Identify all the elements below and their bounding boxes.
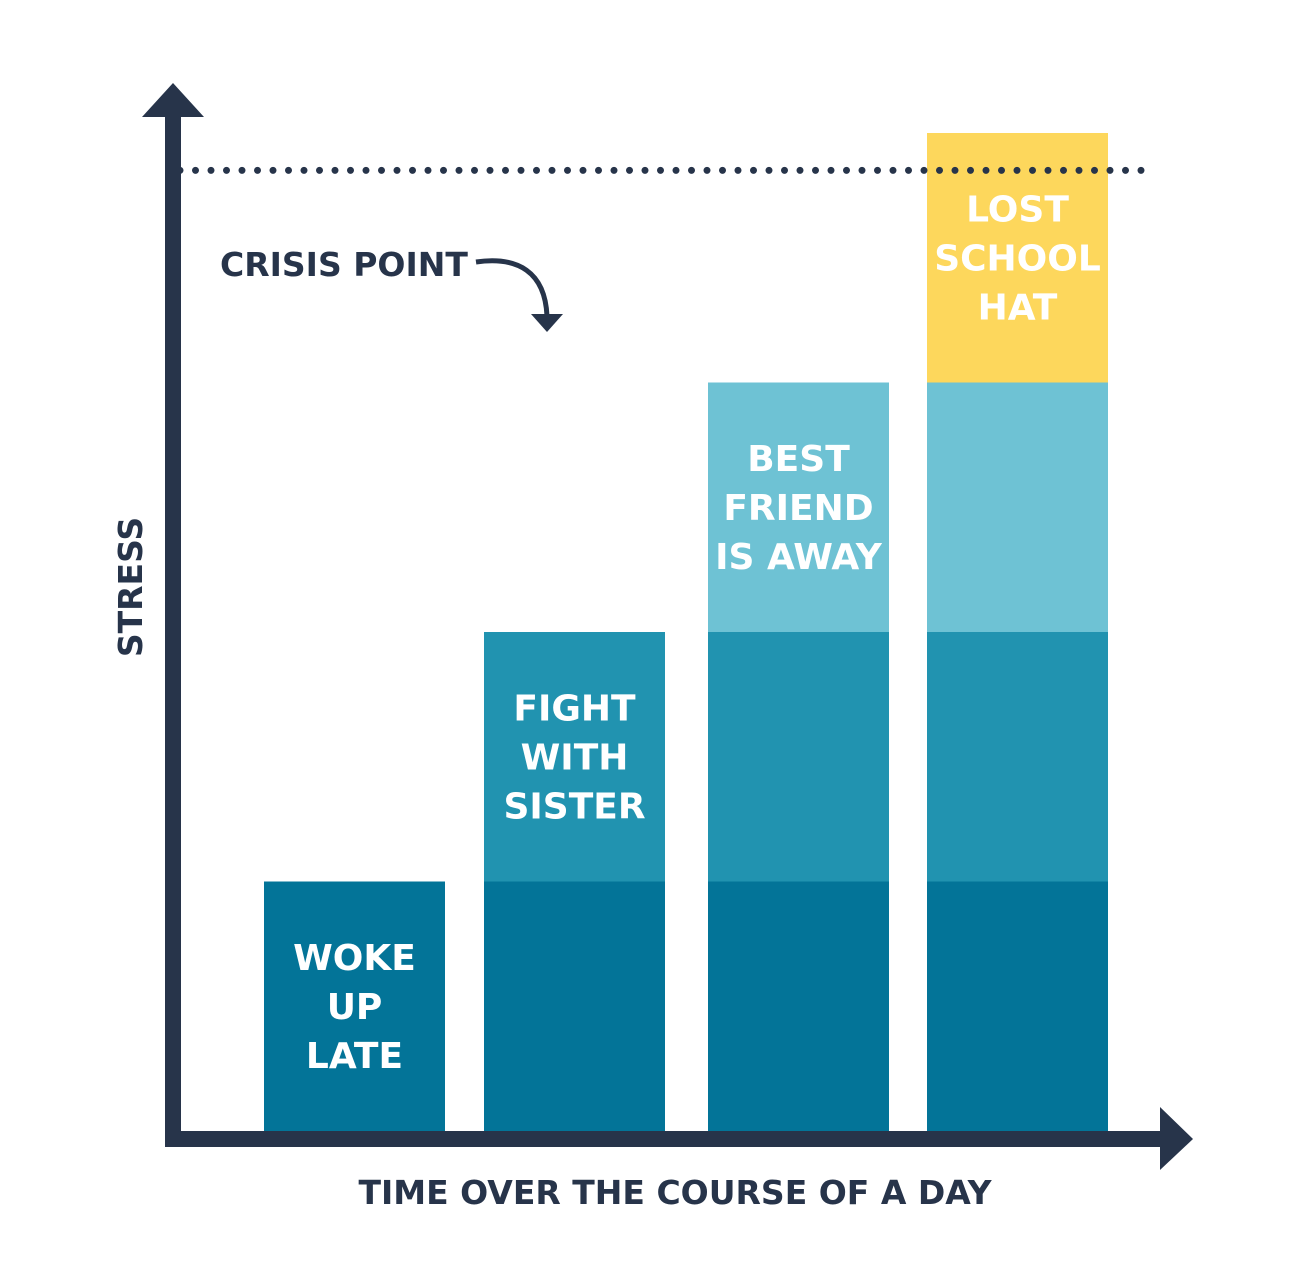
bar-2-label-line-2: WITH bbox=[521, 738, 629, 779]
bar-4-segment-2 bbox=[927, 632, 1108, 882]
bar-3-segment-2 bbox=[708, 632, 889, 882]
crisis-point-label: CRISIS POINT bbox=[220, 245, 468, 284]
y-axis-label: STRESS bbox=[111, 517, 150, 657]
bar-4-label-line-2: SCHOOL bbox=[934, 239, 1101, 280]
bar-3-label-line-1: BEST bbox=[747, 439, 850, 480]
bar-4-label-line-3: HAT bbox=[978, 288, 1058, 329]
bar-1-label-line-3: LATE bbox=[306, 1036, 403, 1077]
bar-1-segment-1 bbox=[264, 881, 445, 1131]
bar-4-segment-4 bbox=[927, 133, 1108, 383]
bar-4-segment-3 bbox=[927, 382, 1108, 632]
bar-2-label-line-3: SISTER bbox=[503, 787, 645, 828]
bar-3-segment-1 bbox=[708, 881, 889, 1131]
x-axis-arrow-icon bbox=[1160, 1107, 1193, 1170]
bar-3-label-line-2: FRIEND bbox=[723, 488, 873, 529]
bars-group bbox=[264, 133, 1108, 1131]
bar-2-segment-1 bbox=[484, 881, 665, 1131]
bar-4-label-line-1: LOST bbox=[966, 190, 1069, 231]
y-axis bbox=[165, 112, 181, 1147]
crisis-arrowhead-icon bbox=[531, 314, 563, 332]
x-axis bbox=[165, 1131, 1165, 1147]
y-axis-arrow-icon bbox=[142, 83, 204, 117]
x-axis-label: TIME OVER THE COURSE OF A DAY bbox=[358, 1173, 992, 1212]
bar-1-label-line-1: WOKE bbox=[293, 938, 416, 979]
bar-4-segment-1 bbox=[927, 881, 1108, 1131]
segment-labels-group: WOKE UP LATE FIGHT WITH SISTER BEST FRIEND IS AW… bbox=[293, 190, 1101, 1077]
bar-1-label-line-2: UP bbox=[327, 987, 383, 1028]
crisis-arrow-icon bbox=[475, 258, 550, 317]
bar-3-segment-3 bbox=[708, 382, 889, 632]
bar-2-label-line-1: FIGHT bbox=[513, 689, 636, 730]
bar-3-label-line-3: IS AWAY bbox=[715, 537, 883, 578]
bar-2-segment-2 bbox=[484, 632, 665, 882]
